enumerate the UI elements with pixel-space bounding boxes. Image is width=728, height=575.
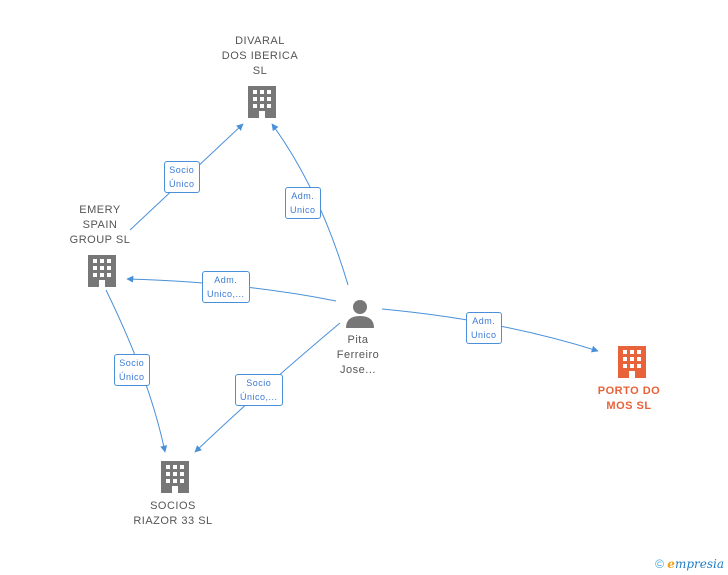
label-line: EMERY (79, 204, 121, 216)
edge-label-line: Socio (246, 378, 272, 388)
label-line: SOCIOS (150, 500, 196, 512)
label-line: MOS SL (606, 400, 652, 412)
edge-label-line: Unico (471, 330, 497, 340)
edge-label-line: Socio (169, 165, 195, 175)
edge-label-emery-divaral[interactable]: Socio Único (164, 161, 200, 193)
label-line: DOS IBERICA (221, 50, 299, 62)
edge-label-line: Adm. (214, 275, 238, 285)
brand-logo: empresia (667, 557, 724, 571)
edge-label-line: Único,... (240, 392, 278, 402)
edge-label-line: Único (119, 372, 145, 382)
edge-label-pita-divaral[interactable]: Adm. Unico (285, 187, 321, 219)
edge-label-line: Unico,... (207, 289, 245, 299)
building-icon (248, 86, 276, 118)
edge-label-line: Adm. (472, 316, 496, 326)
node-label-pita[interactable]: Pita Ferreiro Jose... (298, 333, 418, 378)
label-line: PORTO DO (597, 385, 661, 397)
label-line: GROUP SL (69, 234, 131, 246)
footer-brand[interactable]: © empresia (655, 557, 724, 571)
node-label-emery[interactable]: EMERY SPAIN GROUP SL (40, 203, 160, 248)
label-line: Ferreiro (336, 349, 380, 361)
person-icon (346, 300, 374, 328)
brand-logo-text: mpresia (674, 557, 724, 571)
node-label-divaral[interactable]: DIVARAL DOS IBERICA SL (200, 34, 320, 79)
edge-label-pita-emery[interactable]: Adm. Unico,... (202, 271, 250, 303)
label-line: SPAIN (82, 219, 118, 231)
label-line: DIVARAL (235, 35, 285, 47)
edge-label-pita-socios[interactable]: Socio Único,... (235, 374, 283, 406)
label-line: Pita (347, 334, 369, 346)
node-label-socios[interactable]: SOCIOS RIAZOR 33 SL (113, 499, 233, 529)
node-label-porto[interactable]: PORTO DO MOS SL (569, 384, 689, 414)
copyright-symbol: © (655, 557, 664, 571)
edge-label-line: Único (169, 179, 195, 189)
building-icon (88, 255, 116, 287)
edge-label-line: Unico (290, 205, 316, 215)
label-line: Jose... (340, 364, 376, 376)
edge-label-emery-socios[interactable]: Socio Único (114, 354, 150, 386)
brand-logo-e: e (667, 557, 675, 571)
building-icon-target (618, 346, 646, 378)
building-icon (161, 461, 189, 493)
label-line: RIAZOR 33 SL (133, 515, 213, 527)
edge-label-line: Adm. (291, 191, 315, 201)
edge-label-pita-porto[interactable]: Adm. Unico (466, 312, 502, 344)
edge-label-line: Socio (119, 358, 145, 368)
label-line: SL (252, 65, 268, 77)
